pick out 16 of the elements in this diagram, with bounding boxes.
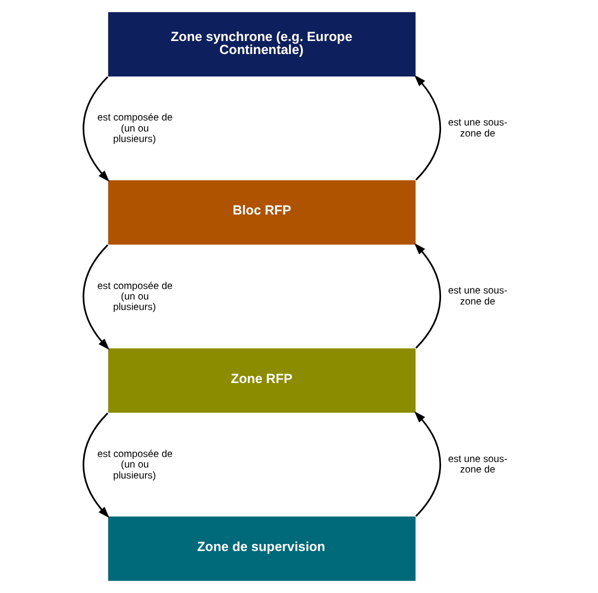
edge-label: est composée de (un ou plusieurs) <box>96 112 172 146</box>
arrow <box>82 412 109 518</box>
edge-label: est une sous-zone de <box>448 118 507 140</box>
arrow <box>414 411 440 517</box>
edge-label: est une sous-zone de <box>448 454 507 476</box>
arrow <box>82 76 109 182</box>
node-box: Zone de supervision <box>106 516 416 582</box>
arrow <box>414 75 440 180</box>
node-box: Bloc RFP <box>106 179 416 246</box>
edge-label: est composée de (un ou plusieurs) <box>96 280 172 314</box>
arrow <box>414 243 440 349</box>
edge-label: est composée de (un ou plusieurs) <box>96 448 172 482</box>
node-box: Zone synchrone (e.g. Europe Continentale) <box>106 11 416 78</box>
arrow <box>82 244 109 350</box>
node-box: Zone RFP <box>106 348 416 414</box>
edge-label: est une sous-zone de <box>448 286 507 308</box>
